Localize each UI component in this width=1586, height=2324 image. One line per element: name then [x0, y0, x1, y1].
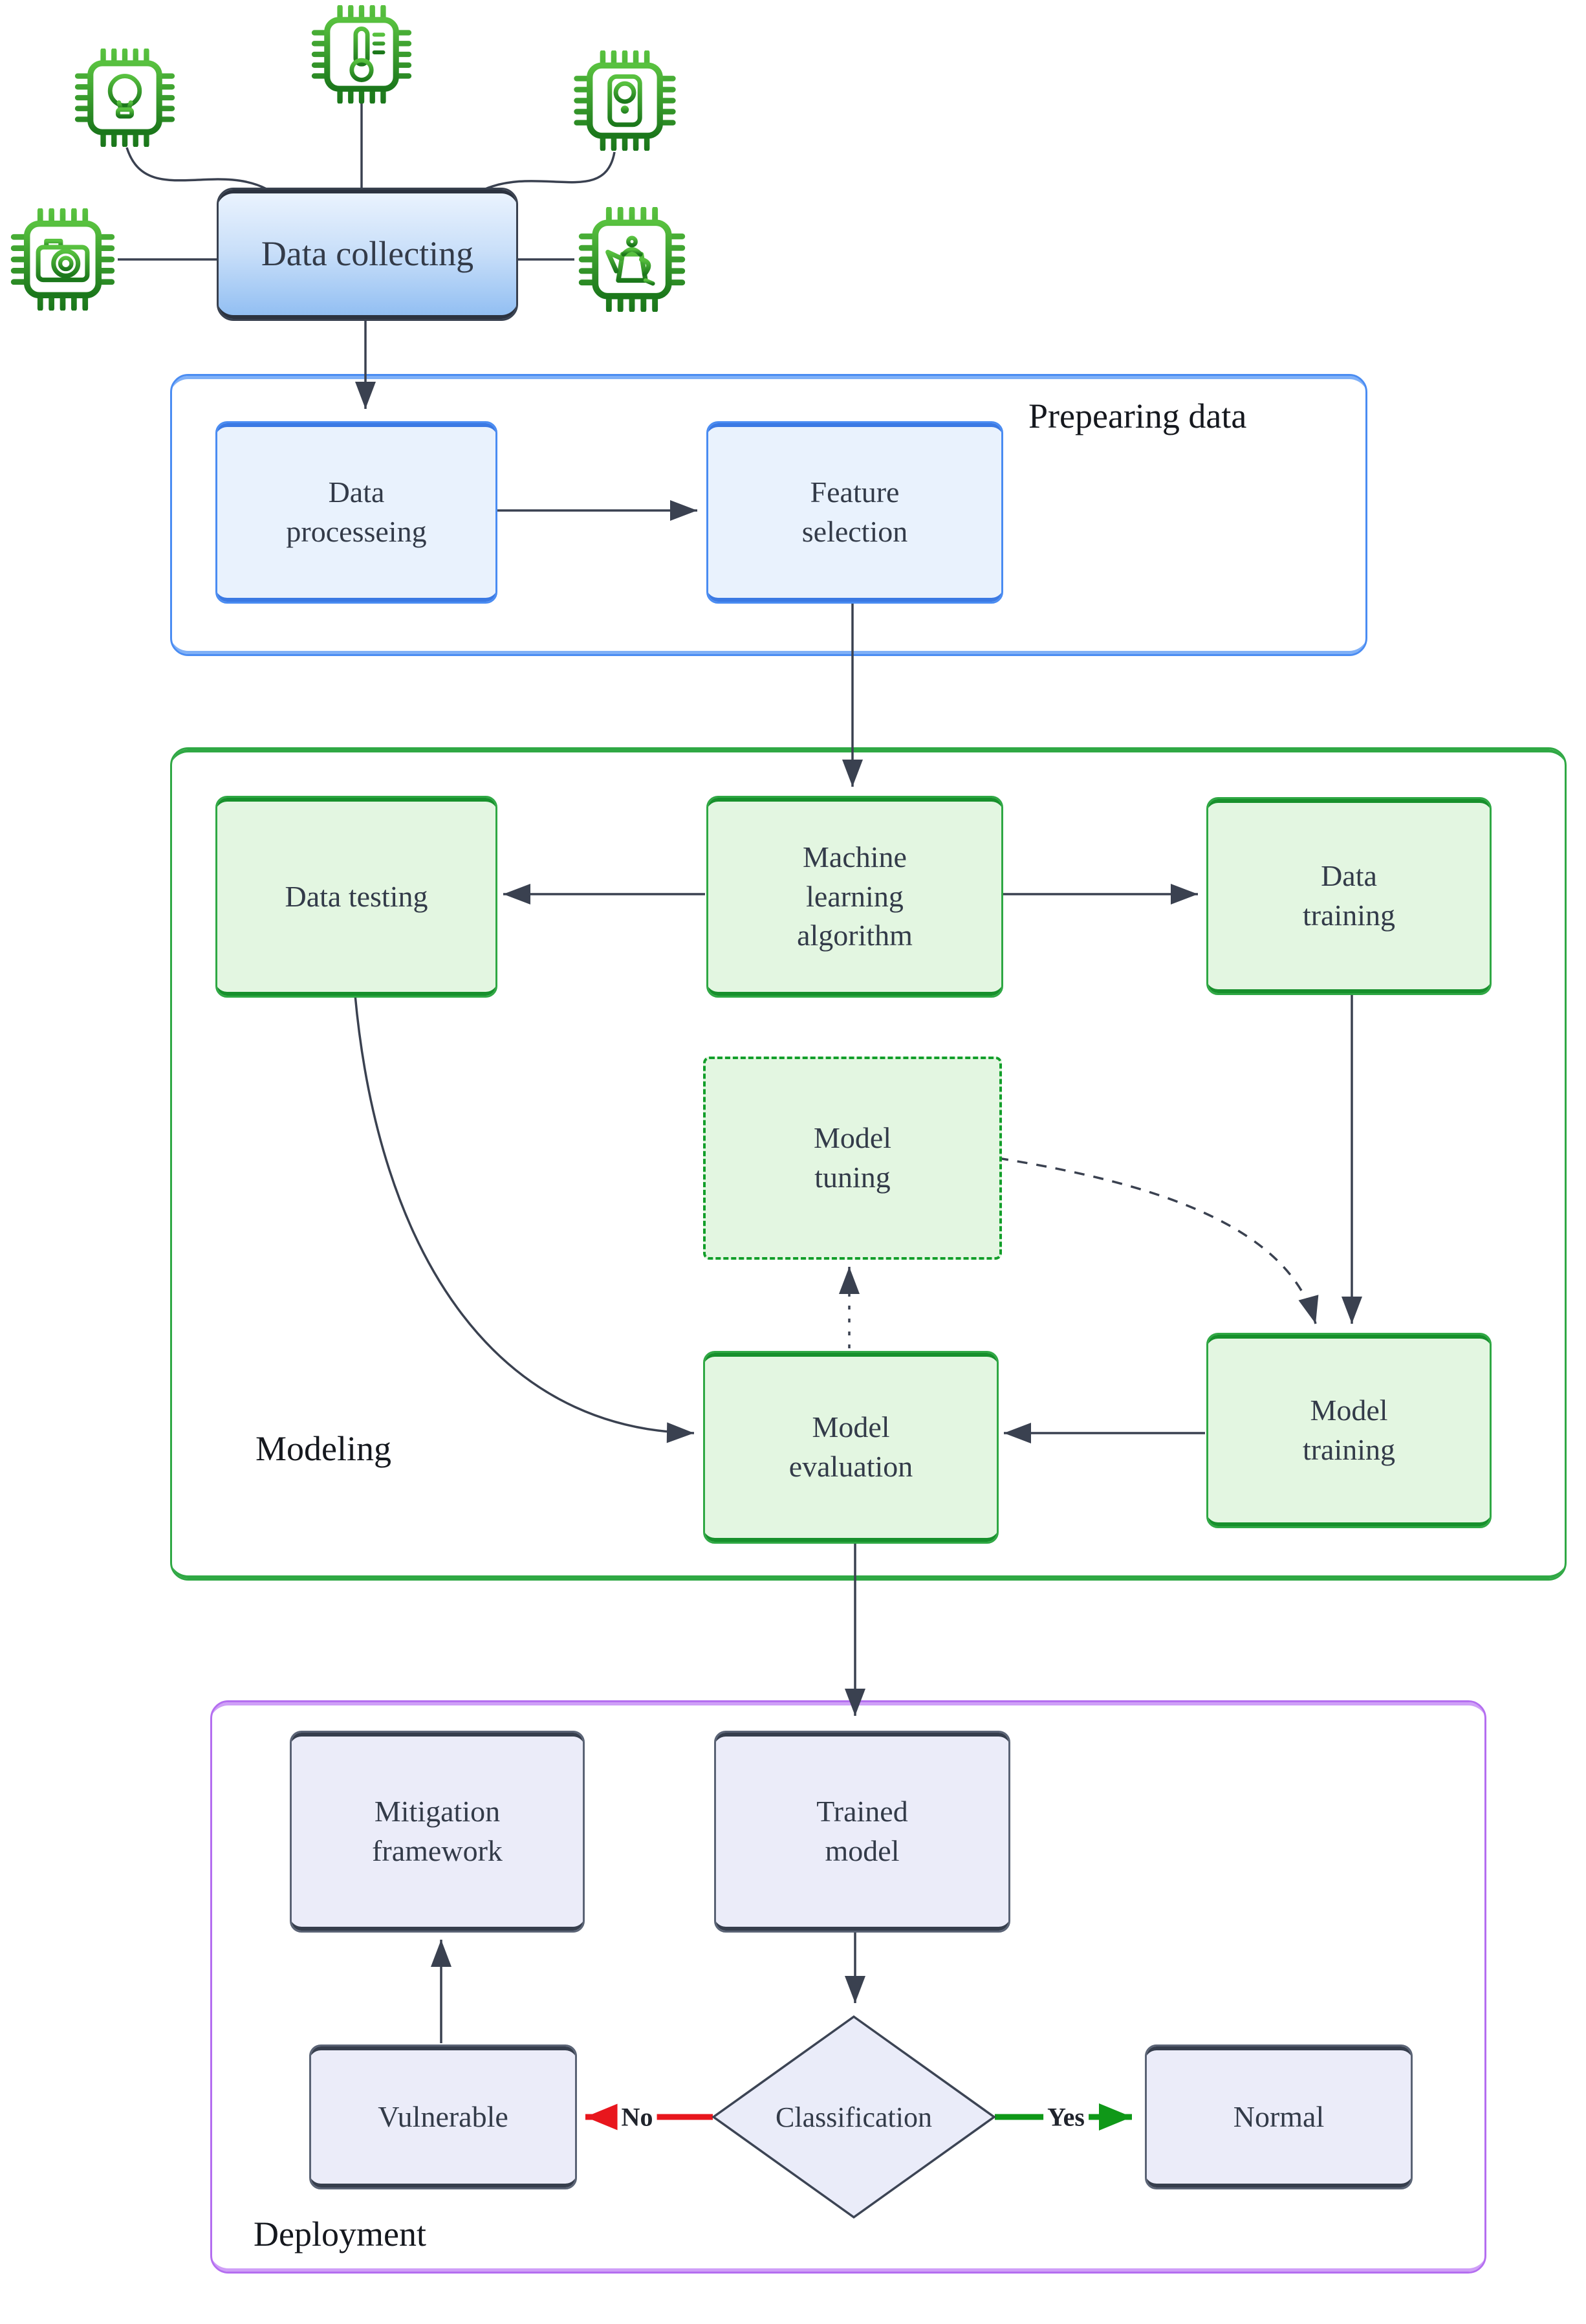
- node-data-processing: Data processeing: [215, 421, 497, 604]
- node-feature-selection: Feature selection: [706, 421, 1003, 604]
- node-model-tuning: Model tuning: [703, 1057, 1002, 1260]
- edge-label-no: No: [617, 2101, 657, 2132]
- node-label: Model tuning: [813, 1121, 892, 1194]
- node-vulnerable: Vulnerable: [309, 2044, 577, 2189]
- node-label: Vulnerable: [378, 2099, 508, 2133]
- node-label: Data testing: [285, 879, 428, 913]
- node-label: Trained model: [816, 1795, 908, 1867]
- section-label-modeling: Modeling: [255, 1429, 391, 1468]
- edge-lock-to-collecting: [483, 151, 616, 191]
- node-label: Data collecting: [261, 234, 474, 274]
- edge-label-yes: Yes: [1043, 2101, 1089, 2132]
- node-label: Model training: [1302, 1394, 1396, 1466]
- node-data-testing: Data testing: [215, 796, 497, 998]
- node-trained-model: Trained model: [714, 1731, 1010, 1933]
- node-mitigation-framework: Mitigation framework: [290, 1731, 585, 1933]
- node-model-training: Model training: [1206, 1333, 1492, 1528]
- node-label: Model evaluation: [788, 1410, 913, 1483]
- classification-diamond-shape: [711, 2015, 997, 2219]
- node-label: Mitigation framework: [372, 1795, 503, 1867]
- node-label: Normal: [1233, 2099, 1325, 2133]
- thermometer-chip-icon: [309, 4, 414, 105]
- node-label: Data processeing: [286, 476, 427, 548]
- node-label: Feature selection: [801, 476, 908, 548]
- node-ml-algorithm: Machine learning algorithm: [706, 796, 1003, 998]
- node-classification: Classification: [712, 2015, 996, 2219]
- node-model-evaluation: Model evaluation: [703, 1351, 999, 1544]
- node-data-collecting: Data collecting: [217, 188, 518, 321]
- node-label: Classification: [776, 2101, 932, 2133]
- node-classification-diamond: [711, 2015, 997, 2219]
- section-label-deployment: Deployment: [254, 2215, 426, 2253]
- section-label-preparing: Prepearing data: [1028, 397, 1247, 435]
- node-normal: Normal: [1145, 2044, 1413, 2189]
- smart-lock-chip-icon: [570, 49, 679, 152]
- smart-kettle-chip-icon: [574, 206, 690, 313]
- node-label: Machine learning algorithm: [797, 840, 913, 952]
- edge-bulb-to-collecting: [125, 147, 267, 190]
- node-data-training: Data training: [1206, 797, 1492, 995]
- node-label: Data training: [1302, 859, 1396, 932]
- smart-bulb-chip-icon: [72, 47, 177, 148]
- camera-chip-icon: [8, 207, 118, 312]
